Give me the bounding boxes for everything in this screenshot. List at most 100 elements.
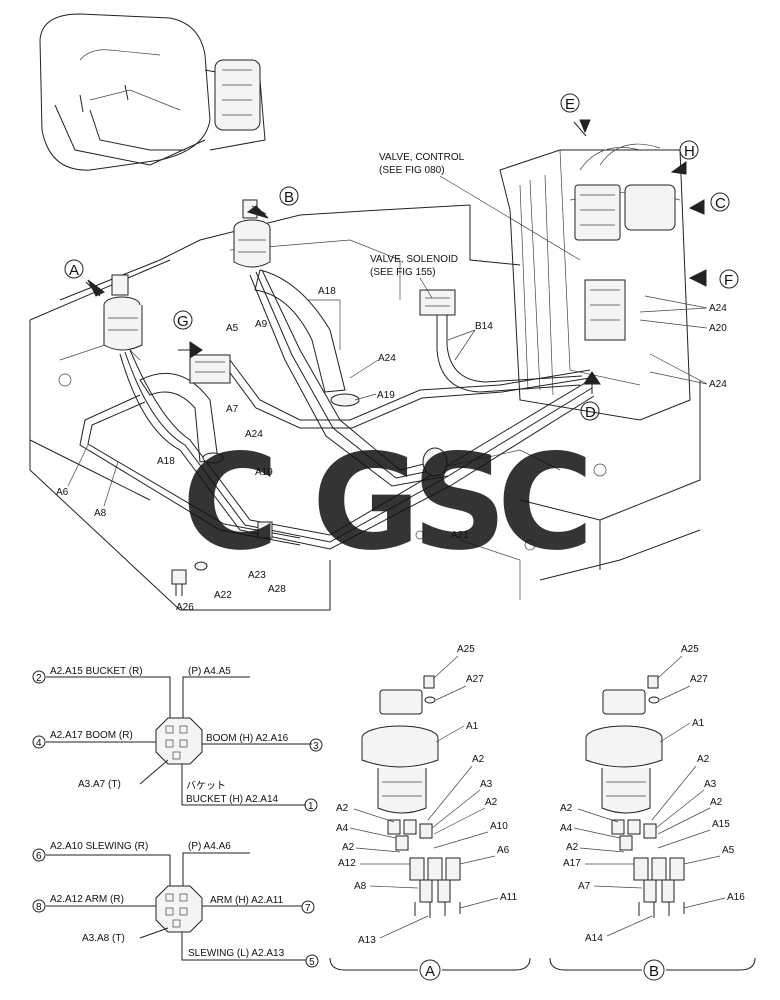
watermark-letter-4: C [497,426,594,580]
label-a18-upper: A18 [318,286,336,297]
view-a-circle [64,259,84,279]
watermark-letter-2: G [312,426,420,580]
watermark-letter-1: C [182,426,279,580]
label-a2-b-2: A2 [710,797,723,808]
watermark-letter-3: S [412,426,507,580]
port-b-arm-r: A2.A12 ARM (R) [50,894,124,905]
label-a2-b-4: A2 [566,842,579,853]
view-b-circle [279,186,299,206]
swivel-detail-a: A25 A27 A1 A2 A3 A2 A2 A4 A10 A2 A6 A12 … [329,644,531,981]
port-a-bucket-r: A2.A15 BUCKET (R) [50,666,143,677]
port-number-2: 2 [36,673,42,684]
view-letter-a: A [69,262,79,279]
label-a25-a: A25 [457,644,475,655]
label-a24-right-1: A24 [709,303,727,314]
label-a26: A26 [176,602,194,613]
detail-b-caption: B [649,963,659,980]
label-a6-detail: A6 [497,845,510,856]
port-a-p: (P) A4.A5 [188,666,231,677]
label-b14: B14 [475,321,493,332]
label-a18-lower: A18 [157,456,175,467]
solenoid-valve-label-2: (SEE FIG 155) [370,267,436,278]
label-a16: A16 [727,892,745,903]
port-b-p: (P) A4.A6 [188,841,231,852]
port-number-4: 4 [36,738,42,749]
label-a8: A8 [94,508,107,519]
port-b-tank: A3.A8 (T) [82,933,125,944]
port-number-5: 5 [309,957,315,968]
swivel-detail-b: A25 A27 A1 A2 A3 A2 A2 A4 A15 A2 A5 A17 … [549,644,756,981]
cgsc-watermark: C G S C [182,426,594,580]
label-a5: A5 [226,323,239,334]
view-letter-h: H [684,143,695,160]
view-h-circle [679,140,699,160]
label-a27-a: A27 [466,674,484,685]
view-letter-g: G [177,313,189,330]
label-a25-b: A25 [681,644,699,655]
label-a4-a: A4 [336,823,349,834]
port-map-b: 6 A2.A10 SLEWING (R) (P) A4.A6 8 A2.A12 … [32,841,319,968]
view-letter-e: E [565,96,575,113]
view-letter-b: B [284,189,294,206]
label-a3-a: A3 [480,779,493,790]
view-letter-callouts: A B G E H C F D [64,93,739,421]
detail-a-caption: A [425,963,435,980]
port-a-bucket-jp: バケット [186,780,226,792]
machine-frame-drawing [29,13,701,611]
label-a11: A11 [500,892,517,903]
label-a2-a-1: A2 [472,754,485,765]
port-a-bucket-h: BUCKET (H) A2.A14 [186,794,279,805]
label-a12: A12 [338,858,356,869]
valve-callouts: VALVE, CONTROL (SEE FIG 080) VALVE, SOLE… [370,152,581,299]
swivel-joint-a [103,274,143,351]
label-a19-upper: A19 [377,390,395,401]
port-number-1: 1 [308,801,314,812]
port-b-slewing-r: A2.A10 SLEWING (R) [50,841,148,852]
view-letter-f: F [724,272,733,289]
solenoid-valve-label-1: VALVE, SOLENOID [370,254,458,265]
label-a9: A9 [255,319,268,330]
label-a27-b: A27 [690,674,708,685]
label-a19-lower: A19 [255,467,273,478]
label-a24-upper: A24 [378,353,396,364]
view-letter-d: D [585,404,596,421]
label-a20: A20 [709,323,727,334]
view-f-circle [719,269,739,289]
label-a6: A6 [56,487,69,498]
label-a2-a-4: A2 [342,842,355,853]
port-b-octagon [155,885,203,933]
label-a15: A15 [712,819,730,830]
port-number-3: 3 [313,741,319,752]
label-a17: A17 [563,858,581,869]
label-a3-b: A3 [704,779,717,790]
port-map-a: 2 A2.A15 BUCKET (R) (P) A4.A5 4 A2.A17 B… [32,666,323,812]
label-a2-b-3: A2 [560,803,573,814]
label-a13: A13 [358,935,376,946]
label-a10: A10 [490,821,508,832]
label-a2-b-1: A2 [697,754,710,765]
label-a1-b: A1 [692,718,705,729]
control-valve-label-1: VALVE, CONTROL [379,152,465,163]
label-a5-detail: A5 [722,845,735,856]
port-number-7: 7 [305,903,311,914]
label-a14: A14 [585,933,603,944]
view-e-circle [560,93,580,113]
port-a-boom-h: BOOM (H) A2.A16 [206,733,289,744]
view-letter-c: C [715,195,726,212]
label-a22: A22 [214,590,232,601]
label-a2-a-2: A2 [485,797,498,808]
label-a24-right-2: A24 [709,379,727,390]
label-a23: A23 [248,570,266,581]
label-a21: A21 [451,530,469,541]
port-a-tank: A3.A7 (T) [78,779,121,790]
label-a2-a-3: A2 [336,803,349,814]
swivel-joint-b [233,199,271,268]
label-a24-lower: A24 [245,429,263,440]
view-c-circle [710,192,730,212]
view-d-circle [580,401,600,421]
view-g-circle [173,310,193,330]
label-a7-detail: A7 [578,881,591,892]
port-b-arm-h: ARM (H) A2.A11 [210,895,284,906]
label-a8-detail: A8 [354,881,367,892]
